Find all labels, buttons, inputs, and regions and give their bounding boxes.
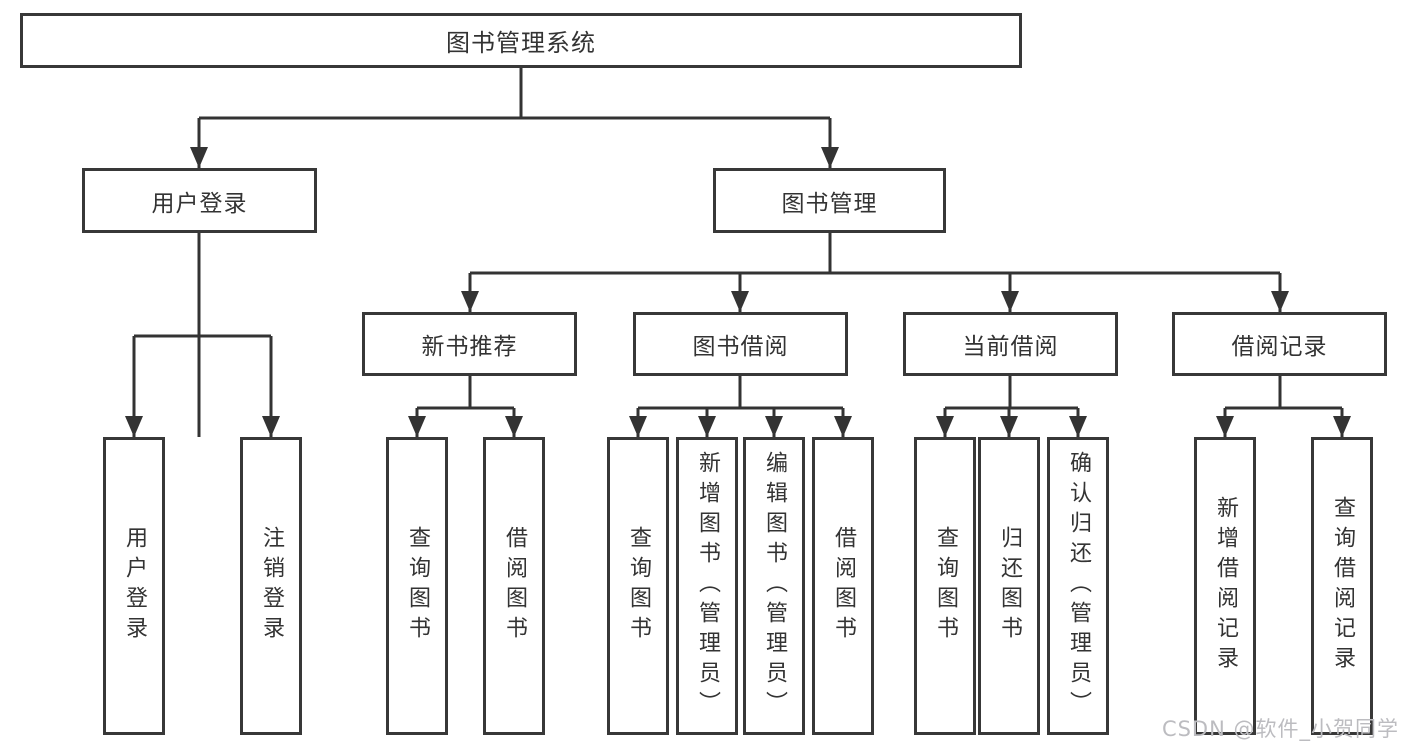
node-book-management: 图书管理 [713, 168, 946, 233]
leaf-records-query-label: 查询借阅记录 [1330, 496, 1355, 676]
leaf-borrow-query-label: 查询图书 [626, 526, 651, 646]
leaf-newbooks-query-label: 查询图书 [405, 526, 430, 646]
leaf-borrow-edit-admin-label: 编辑图书（管理员） [762, 451, 787, 721]
leaf-records-add-label: 新增借阅记录 [1213, 496, 1238, 676]
node-root-system: 图书管理系统 [20, 13, 1022, 68]
node-book-borrow-label: 图书借阅 [692, 334, 789, 360]
leaf-borrow-edit-admin: 编辑图书（管理员） [743, 437, 805, 735]
leaf-user-login: 用户登录 [103, 437, 165, 735]
leaf-records-query: 查询借阅记录 [1311, 437, 1373, 735]
node-root-label: 图书管理系统 [446, 29, 596, 57]
leaf-current-query: 查询图书 [914, 437, 976, 735]
leaf-borrow-book: 借阅图书 [812, 437, 874, 735]
connector-root-to-level2 [190, 68, 839, 437]
leaf-current-confirm-admin-label: 确认归还（管理员） [1066, 451, 1091, 721]
leaf-current-return: 归还图书 [978, 437, 1040, 735]
node-book-management-label: 图书管理 [781, 190, 878, 217]
node-current-borrow-label: 当前借阅 [962, 334, 1059, 360]
node-new-book-recommend-label: 新书推荐 [421, 334, 518, 360]
connector-borrow-to-leaves [629, 376, 852, 437]
leaf-logout: 注销登录 [240, 437, 302, 735]
leaf-user-login-label: 用户登录 [122, 526, 147, 646]
node-borrow-records-label: 借阅记录 [1231, 334, 1328, 360]
leaf-records-add: 新增借阅记录 [1194, 437, 1256, 735]
node-borrow-records: 借阅记录 [1172, 312, 1387, 376]
connector-records-to-leaves [1216, 376, 1351, 437]
leaf-current-return-label: 归还图书 [997, 526, 1022, 646]
leaf-newbooks-borrow-label: 借阅图书 [502, 526, 527, 646]
connector-current-to-leaves [936, 376, 1087, 437]
csdn-watermark: CSDN @软件_小贺同学 [1161, 717, 1399, 741]
leaf-newbooks-borrow: 借阅图书 [483, 437, 545, 735]
leaf-borrow-add-admin: 新增图书（管理员） [676, 437, 738, 735]
node-user-login-label: 用户登录 [151, 190, 248, 217]
leaf-borrow-book-label: 借阅图书 [831, 526, 856, 646]
connector-userlogin-to-leaves [125, 233, 280, 437]
node-current-borrow: 当前借阅 [903, 312, 1118, 376]
leaf-current-confirm-admin: 确认归还（管理员） [1047, 437, 1109, 735]
leaf-borrow-add-admin-label: 新增图书（管理员） [695, 451, 720, 721]
leaf-borrow-query: 查询图书 [607, 437, 669, 735]
node-book-borrow: 图书借阅 [633, 312, 848, 376]
node-user-login: 用户登录 [82, 168, 317, 233]
leaf-logout-label: 注销登录 [259, 526, 284, 646]
leaf-current-query-label: 查询图书 [933, 526, 958, 646]
connector-bookmgmt-to-level3 [461, 233, 1289, 312]
leaf-newbooks-query: 查询图书 [386, 437, 448, 735]
connector-newbooks-to-leaves [408, 376, 523, 437]
node-new-book-recommend: 新书推荐 [362, 312, 577, 376]
